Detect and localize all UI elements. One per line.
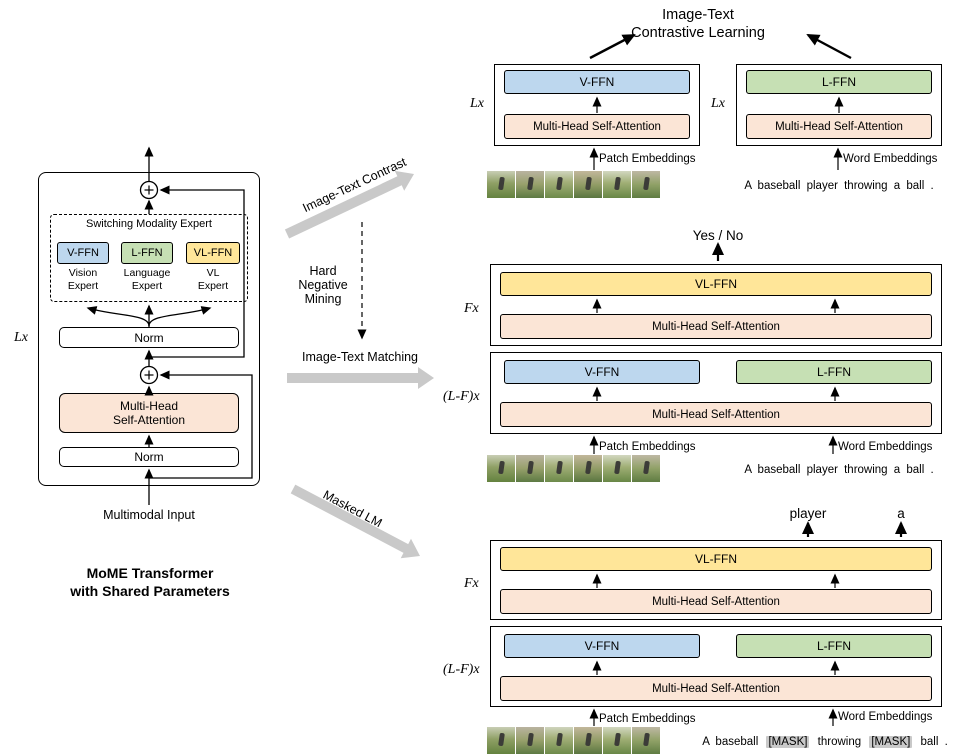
matching-sentence: A baseball player throwing a ball . (744, 464, 934, 476)
norm-upper-box: Norm (59, 327, 239, 348)
left-repeat-label: Lx (14, 330, 28, 345)
photo-thumbnail (632, 455, 660, 482)
photo-thumbnail (487, 727, 515, 754)
matching-split-attention-box: Multi-Head Self-Attention (500, 402, 932, 427)
photo-thumbnail (516, 727, 544, 754)
photo-thumbnail (545, 171, 573, 198)
mlm-fusion-attention-box: Multi-Head Self-Attention (500, 589, 932, 614)
norm-lower-box: Norm (59, 447, 239, 467)
flow-arrow-matching (287, 367, 434, 389)
mask-token-2: [MASK] (869, 736, 913, 748)
mlm-sentence-part-3: ball . (920, 736, 948, 748)
contrastive-word-embeddings-label: Word Embeddings (843, 153, 938, 165)
image-patch-strip-mlm (487, 727, 660, 754)
language-to-title-arrow (806, 33, 852, 60)
vl-ffn-expert-box: VL-FFN (186, 242, 240, 264)
photo-thumbnail (574, 171, 602, 198)
flow-arrow-masked-lm (290, 484, 420, 559)
matching-word-embeddings-label: Word Embeddings (838, 441, 933, 453)
mlm-output-token-2: a (897, 506, 905, 521)
mlm-sentence-part-2: throwing (817, 736, 862, 748)
mask-token-1: [MASK] (766, 736, 810, 748)
photo-thumbnail (545, 727, 573, 754)
photo-thumbnail (487, 455, 515, 482)
mlm-fusion-repeat-label: Fx (464, 576, 479, 591)
multi-head-self-attention-box: Multi-Head Self-Attention (59, 393, 239, 433)
mlm-vl-ffn-box: VL-FFN (500, 547, 932, 571)
photo-thumbnail (603, 171, 631, 198)
language-expert-label: Language Expert (123, 267, 171, 293)
mlm-l-ffn-box: L-FFN (736, 634, 932, 658)
contrastive-patch-embeddings-label: Patch Embeddings (599, 153, 696, 165)
mlm-sentence: A baseball [MASK] throwing [MASK] ball . (700, 736, 950, 748)
mlm-word-embeddings-label: Word Embeddings (838, 711, 933, 723)
photo-thumbnail (545, 455, 573, 482)
contrastive-v-ffn-box: V-FFN (504, 70, 690, 94)
hard-negative-mining-label: Hard Negative Mining (298, 264, 348, 306)
vl-expert-label: VL Expert (197, 267, 229, 293)
matching-split-repeat-label: (L-F)x (443, 389, 480, 404)
matching-vl-ffn-box: VL-FFN (500, 272, 932, 296)
contrastive-language-repeat-label: Lx (711, 96, 725, 111)
photo-thumbnail (574, 727, 602, 754)
mlm-v-ffn-box: V-FFN (504, 634, 700, 658)
matching-fusion-repeat-label: Fx (464, 301, 479, 316)
mlm-sentence-part-1: A baseball (702, 736, 759, 748)
l-ffn-expert-box: L-FFN (121, 242, 173, 264)
switching-modality-expert-label: Switching Modality Expert (86, 218, 212, 230)
v-ffn-expert-box: V-FFN (57, 242, 109, 264)
matching-patch-embeddings-label: Patch Embeddings (599, 441, 696, 453)
image-patch-strip-matching (487, 455, 660, 482)
photo-thumbnail (603, 455, 631, 482)
contrastive-sentence: A baseball player throwing a ball . (744, 180, 934, 192)
mlm-patch-embeddings-label: Patch Embeddings (599, 713, 696, 725)
mome-caption: MoME Transformer with Shared Parameters (70, 565, 230, 599)
flow-matching-label: Image-Text Matching (301, 350, 419, 364)
photo-thumbnail (603, 727, 631, 754)
photo-thumbnail (516, 171, 544, 198)
flow-contrast-label: Image-Text Contrast (300, 154, 409, 216)
contrastive-title: Image-Text Contrastive Learning (631, 7, 765, 42)
vision-expert-label: Vision Expert (67, 267, 99, 293)
matching-l-ffn-box: L-FFN (736, 360, 932, 384)
matching-v-ffn-box: V-FFN (504, 360, 700, 384)
contrastive-vision-attention-box: Multi-Head Self-Attention (504, 114, 690, 139)
matching-output-label: Yes / No (692, 228, 744, 243)
contrastive-language-attention-box: Multi-Head Self-Attention (746, 114, 932, 139)
mlm-output-token-1: player (789, 506, 827, 521)
flow-masked-lm-label: Masked LM (320, 487, 385, 531)
contrastive-vision-repeat-label: Lx (470, 96, 484, 111)
contrastive-l-ffn-box: L-FFN (746, 70, 932, 94)
mlm-split-repeat-label: (L-F)x (443, 662, 480, 677)
photo-thumbnail (632, 727, 660, 754)
multimodal-input-label: Multimodal Input (103, 508, 195, 522)
image-patch-strip-contrastive (487, 171, 660, 198)
photo-thumbnail (516, 455, 544, 482)
photo-thumbnail (574, 455, 602, 482)
photo-thumbnail (632, 171, 660, 198)
mlm-split-attention-box: Multi-Head Self-Attention (500, 676, 932, 701)
photo-thumbnail (487, 171, 515, 198)
matching-fusion-attention-box: Multi-Head Self-Attention (500, 314, 932, 339)
